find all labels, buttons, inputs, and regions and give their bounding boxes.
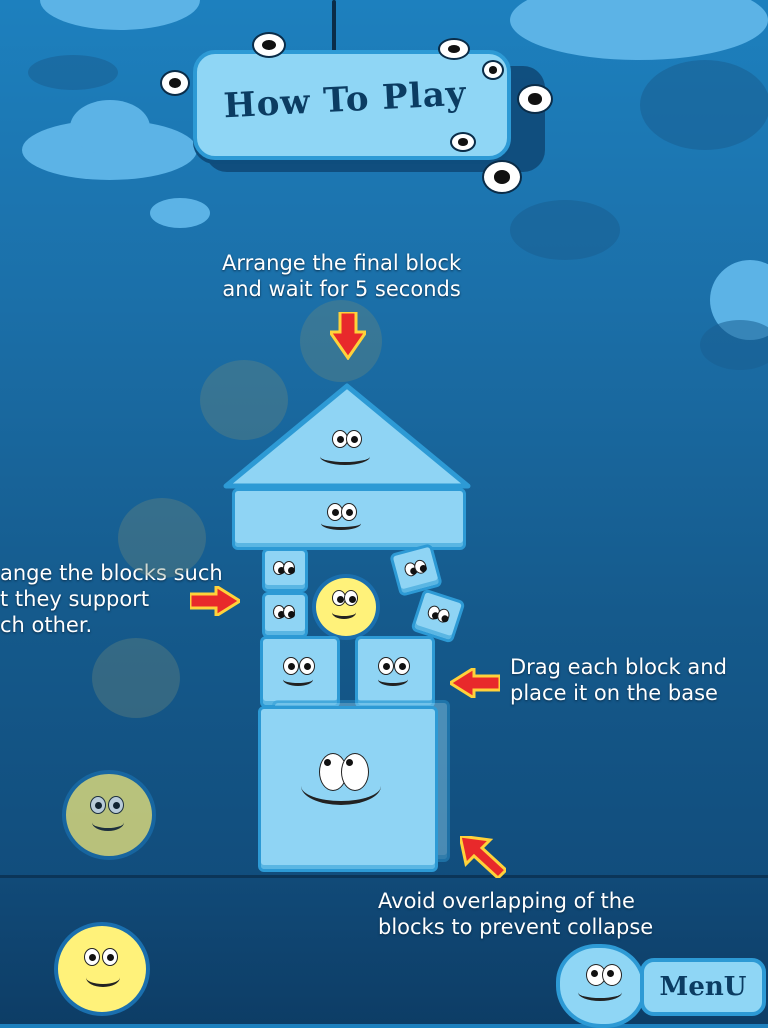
eyes-icon — [438, 38, 470, 60]
eye-icon — [344, 590, 358, 606]
instruction-drag: Drag each block and place it on the base — [510, 654, 727, 706]
ball-face[interactable] — [312, 574, 380, 640]
cloud-dark-4 — [700, 320, 768, 370]
smile-icon — [320, 448, 370, 465]
block-small[interactable] — [262, 548, 308, 592]
cloud-dark-2 — [640, 60, 768, 150]
cloud-left-small — [150, 198, 210, 228]
cloud-left-top — [70, 100, 150, 155]
menu-button-label: MenU — [640, 958, 766, 1016]
eyes-icon — [252, 32, 286, 58]
eye-icon — [108, 796, 124, 814]
block-plank[interactable] — [232, 488, 466, 550]
cloud-dark-1 — [28, 55, 118, 90]
ghost-face — [92, 638, 180, 718]
ghost-face — [200, 360, 288, 440]
block-small[interactable] — [262, 592, 308, 638]
instruction-overlap: Avoid overlapping of the blocks to preve… — [378, 888, 653, 940]
eye-icon — [394, 657, 410, 675]
smile-icon — [92, 814, 124, 831]
instruction-final-block: Arrange the final block and wait for 5 s… — [222, 250, 461, 302]
ball-face[interactable] — [54, 922, 150, 1016]
red-arrow-icon — [460, 836, 506, 878]
menu-button[interactable]: MenU — [556, 944, 766, 1028]
eye-icon — [283, 561, 295, 575]
eyes-icon — [160, 70, 190, 96]
eye-icon — [602, 964, 622, 986]
title-sign — [193, 50, 511, 160]
eye-icon — [84, 948, 100, 966]
instruction-final-block-text: Arrange the final block and wait for 5 s… — [222, 251, 462, 301]
ball-face[interactable] — [62, 770, 156, 860]
eyes-icon — [450, 132, 476, 152]
smile-icon — [283, 673, 313, 686]
block-medium[interactable] — [355, 636, 435, 708]
ground-line — [0, 875, 768, 878]
smile-icon — [378, 673, 408, 686]
smile-icon — [578, 984, 622, 1001]
smile-icon — [321, 517, 361, 530]
smile-icon — [301, 767, 381, 805]
cloud-top-left — [40, 0, 200, 30]
eyes-icon — [517, 84, 553, 114]
instruction-drag-text: Drag each block and place it on the base — [510, 655, 727, 705]
smile-icon — [86, 968, 120, 987]
cloud-top-right — [510, 0, 768, 60]
instruction-support-text: ange the blocks such t they support ch o… — [0, 561, 223, 637]
eye-icon — [346, 430, 362, 448]
eye-icon — [102, 948, 118, 966]
menu-blob — [556, 944, 646, 1028]
red-arrow-icon — [330, 312, 366, 360]
title-rope — [332, 0, 336, 60]
eyes-icon — [482, 160, 522, 194]
instruction-overlap-text: Avoid overlapping of the blocks to preve… — [378, 889, 654, 939]
block-base[interactable] — [258, 706, 438, 872]
red-arrow-icon — [190, 586, 240, 616]
eye-icon — [283, 605, 295, 619]
block-small-tilted[interactable] — [389, 543, 443, 597]
block-medium[interactable] — [260, 636, 340, 708]
cloud-dark-3 — [510, 200, 620, 260]
ghost-face — [118, 498, 206, 578]
eye-icon — [90, 796, 106, 814]
smile-icon — [332, 606, 356, 619]
eyes-icon — [482, 60, 504, 80]
red-arrow-icon — [450, 668, 500, 698]
instruction-support: ange the blocks such t they support ch o… — [0, 560, 223, 638]
